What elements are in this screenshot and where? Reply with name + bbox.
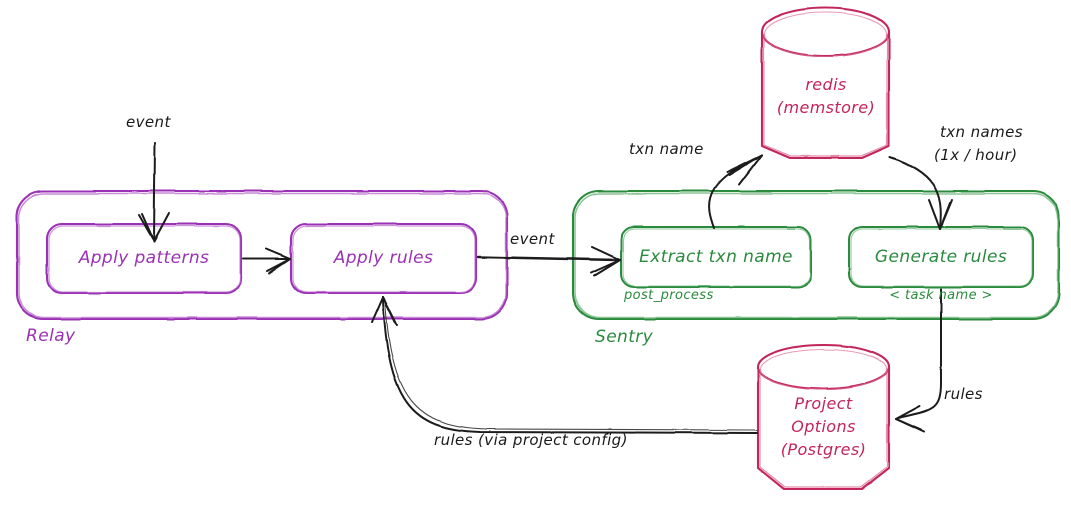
edge-event-in xyxy=(138,142,170,242)
project-options-cylinder xyxy=(756,343,891,491)
edge-patterns-to-rules xyxy=(242,248,291,274)
edge-redis-to-generate xyxy=(889,156,953,230)
edge-rules-back-to-relay xyxy=(371,296,758,434)
redis-cylinder xyxy=(760,6,891,160)
relay-group-outline xyxy=(15,189,509,321)
edge-rules-to-postgres xyxy=(895,288,942,433)
extract-txn-name-box[interactable] xyxy=(620,226,812,288)
apply-patterns-box[interactable] xyxy=(45,222,243,295)
edge-txn-name-to-redis xyxy=(708,154,763,229)
sentry-group-outline xyxy=(571,189,1061,321)
edge-event-to-sentry xyxy=(476,246,621,277)
generate-rules-box[interactable] xyxy=(848,226,1034,288)
apply-rules-box[interactable] xyxy=(289,222,478,295)
